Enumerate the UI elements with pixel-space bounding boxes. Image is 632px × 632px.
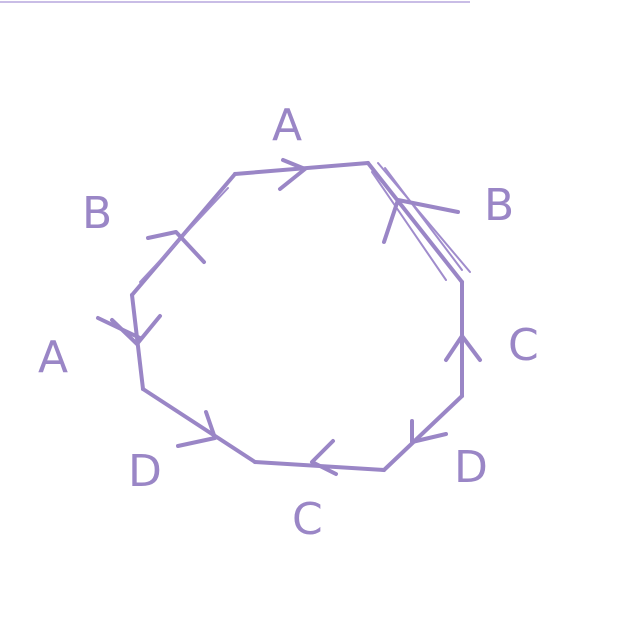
arrow-right — [444, 334, 482, 362]
edge-labels: A B C D C D A B — [38, 100, 539, 545]
arrow-top — [278, 158, 307, 191]
label-top-left: B — [82, 188, 112, 239]
label-bottom: C — [292, 494, 323, 545]
edge-top-right-stroke-3 — [384, 167, 463, 271]
label-top-right: B — [484, 180, 514, 231]
arrow-bottom-left — [176, 410, 217, 448]
edge-top-right-stroke-2 — [371, 171, 447, 281]
edge-top-right — [366, 161, 464, 284]
label-bottom-right: D — [454, 442, 488, 493]
arrow-top-right — [382, 198, 460, 244]
edge-bottom-left — [141, 387, 257, 464]
arrows — [96, 158, 482, 476]
edge-bottom-right — [382, 394, 464, 472]
arrow-left-tail — [96, 316, 142, 340]
arrow-bottom-right — [410, 419, 448, 444]
arrow-bottom — [310, 439, 338, 476]
edge-top-right-stroke-1 — [377, 162, 471, 273]
arrow-top-left — [146, 230, 206, 264]
edge-top-left-stroke — [139, 187, 229, 283]
label-right: C — [508, 320, 539, 371]
label-top: A — [272, 100, 302, 151]
label-bottom-left: D — [128, 446, 162, 497]
octagon-edges — [130, 161, 471, 472]
label-left: A — [38, 332, 68, 383]
